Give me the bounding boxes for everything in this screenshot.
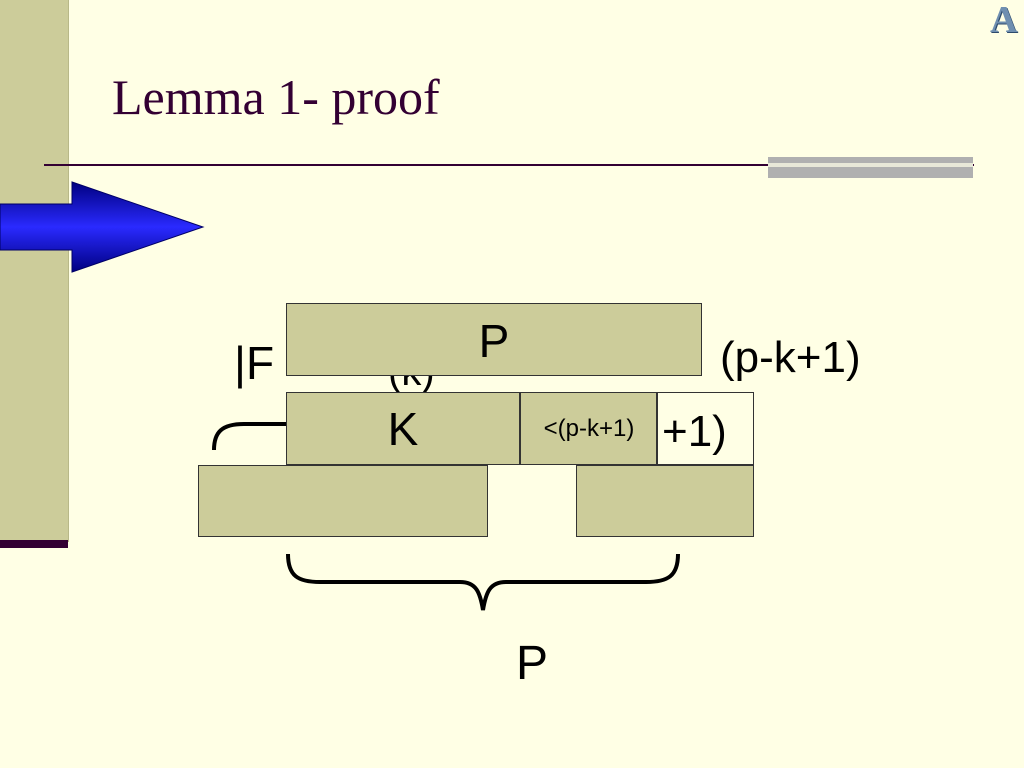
box-bottom-right (576, 465, 754, 537)
slide-title: Lemma 1- proof (112, 69, 440, 125)
formula-line2-right: +1) (662, 407, 727, 456)
corner-logo: A (990, 0, 1018, 41)
sidebar-bottom-accent (0, 540, 68, 548)
left-brace-fragment (212, 422, 288, 451)
formula-line1-left: |F (234, 337, 275, 389)
right-arrow-icon (0, 181, 205, 273)
box-less-than: <(p-k+1) (520, 392, 658, 465)
left-sidebar-bar (0, 0, 69, 542)
formula-line1-right: (p-k+1) (720, 333, 861, 382)
title-divider-accent (768, 157, 973, 178)
box-k-label: K (387, 402, 419, 455)
bottom-p-label: P (516, 637, 549, 690)
box-less-than-label: <(p-k+1) (543, 414, 635, 442)
box-p-label: P (478, 315, 510, 367)
box-bottom-left (198, 465, 488, 537)
box-p: P (286, 303, 702, 376)
bottom-curly-brace (286, 553, 680, 611)
box-k: K (286, 392, 520, 465)
box-right-outline (656, 392, 754, 465)
title-divider (44, 164, 974, 166)
